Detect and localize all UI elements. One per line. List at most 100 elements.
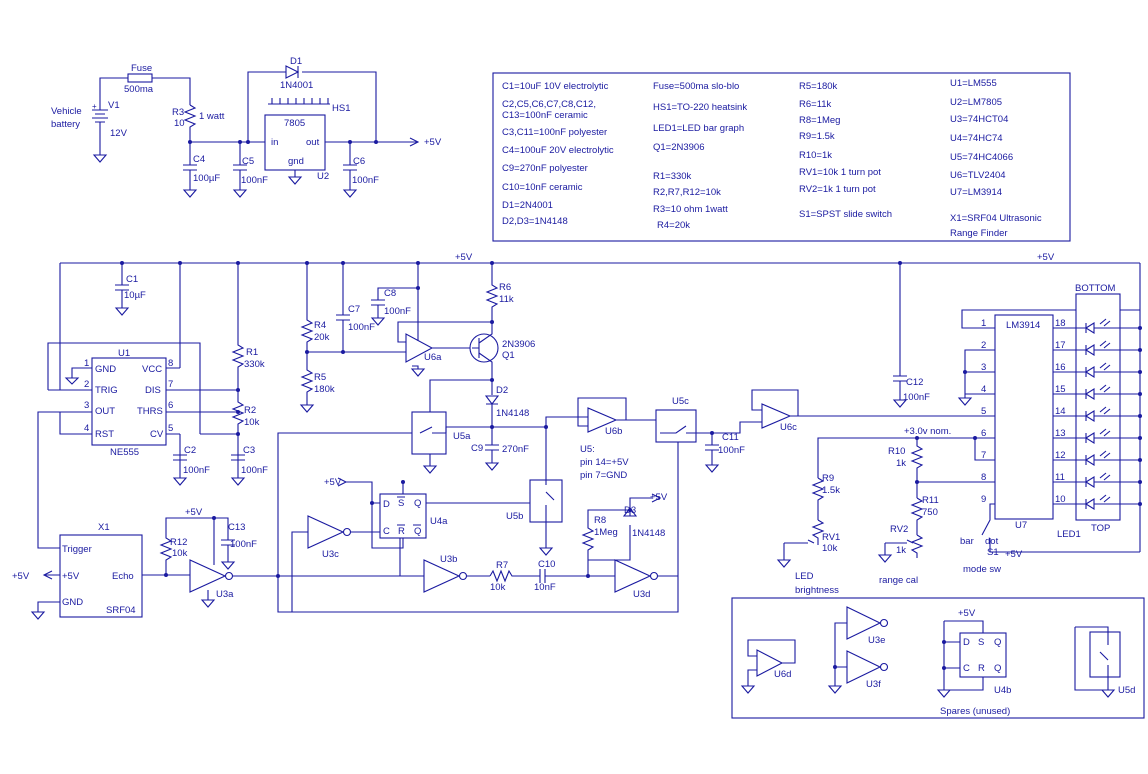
- top-label: TOP: [1091, 523, 1110, 534]
- bom-c9: C9=270nF polyester: [502, 163, 588, 174]
- lm3914-pin-2: 2: [981, 340, 986, 351]
- c2-label: C2: [184, 445, 196, 456]
- u5d-switch: [1089, 631, 1121, 678]
- u5-note-1: U5:: [580, 444, 595, 455]
- c9-value: 270nF: [502, 444, 529, 455]
- s1-label: S1: [987, 547, 999, 558]
- led-segment: [1053, 450, 1142, 466]
- c6-value: 100nF: [352, 175, 379, 186]
- c9-label: C9: [471, 443, 483, 454]
- lm3914-name: LM3914: [1006, 320, 1040, 331]
- u5-note-3: pin 7=GND: [580, 470, 627, 481]
- svg-text:S: S: [398, 498, 404, 509]
- lm3914-pin-9: 9: [981, 494, 986, 505]
- svg-text:Q: Q: [994, 663, 1001, 674]
- ne555-name: NE555: [110, 447, 139, 458]
- lm3914-pin-12: 12: [1055, 450, 1066, 461]
- svg-text:Q: Q: [994, 637, 1001, 648]
- srf04-vin: +5V: [62, 571, 80, 582]
- bottom-label: BOTTOM: [1075, 283, 1116, 294]
- rv2-value: 1k: [896, 545, 906, 556]
- battery-label-2: battery: [51, 119, 80, 130]
- reg-out: out: [306, 137, 320, 148]
- u2-label: U2: [317, 171, 329, 182]
- u4a-5v: +5V: [324, 477, 342, 488]
- bom-c1: C1=10uF 10V electrolytic: [502, 81, 609, 92]
- svg-text:3: 3: [84, 400, 89, 411]
- bom-q1: Q1=2N3906: [653, 142, 705, 153]
- lm3914-pin-1: 1: [981, 318, 986, 329]
- x1-label: X1: [98, 522, 110, 533]
- r5-value: 180k: [314, 384, 335, 395]
- power-supply: Fuse 500ma V1 + 12V Vehicle battery R3 1…: [51, 56, 442, 198]
- srf04-section: X1 Trigger +5V Echo GND SRF04 +5V R12 10…: [12, 507, 280, 620]
- d2-label: D2: [496, 385, 508, 396]
- v1-value: 12V: [110, 128, 128, 139]
- c2-value: 100nF: [183, 465, 210, 476]
- c5-label: C5: [242, 156, 254, 167]
- svg-text:R: R: [398, 526, 405, 537]
- r7-value: 10k: [490, 582, 506, 593]
- svg-text:+: +: [92, 102, 97, 111]
- c7-label: C7: [348, 304, 360, 315]
- r9-value: 1.5k: [822, 485, 840, 496]
- pin-gnd: GND: [95, 364, 116, 375]
- r12-value: 10k: [172, 548, 188, 559]
- bom-led1: LED1=LED bar graph: [653, 123, 744, 134]
- rail-5v-right: +5V: [1037, 252, 1055, 263]
- v1-label: V1: [108, 100, 120, 111]
- lm3914-pin-4: 4: [981, 384, 986, 395]
- pin-trig: TRIG: [95, 385, 118, 396]
- svg-text:1: 1: [84, 358, 89, 369]
- r11-label: R11: [922, 495, 939, 506]
- d2-value: 1N4148: [496, 408, 529, 419]
- q1-value: 2N3906: [502, 339, 535, 350]
- c7-value: 100nF: [348, 322, 375, 333]
- u6d-label: U6d: [774, 669, 791, 680]
- pin-vcc: VCC: [142, 364, 162, 375]
- bom-u4: U4=74HC74: [950, 133, 1003, 144]
- led-segment: [1053, 406, 1142, 422]
- bom-r1: R1=330k: [653, 171, 692, 182]
- r7-label: R7: [496, 560, 508, 571]
- r3-value: 10: [174, 118, 185, 129]
- lm3914-pin-10: 10: [1055, 494, 1066, 505]
- u5-note-2: pin 14=+5V: [580, 457, 629, 468]
- svg-text:4: 4: [84, 423, 89, 434]
- dot-label: dot: [985, 536, 999, 547]
- bom-r3: R3=10 ohm 1watt: [653, 204, 728, 215]
- bom-r10: R10=1k: [799, 150, 832, 161]
- u3f-label: U3f: [866, 679, 881, 690]
- processing-section: R4 20k R5 180k C7 100nF C8 100nF U6a R6 …: [277, 263, 955, 613]
- bom-r8: R8=1Meg: [799, 115, 840, 126]
- rail-5v-mid: +5V: [455, 252, 473, 263]
- r2-value: 10k: [244, 417, 260, 428]
- svg-text:D: D: [963, 637, 970, 648]
- c4-value: 100µF: [193, 173, 220, 184]
- u6b-label: U6b: [605, 426, 622, 437]
- u6c-label: U6c: [780, 422, 797, 433]
- bom-u5: U5=74HC4066: [950, 152, 1013, 163]
- bom-r4: R4=20k: [657, 220, 690, 231]
- u3b-label: U3b: [440, 554, 457, 565]
- svg-text:2: 2: [84, 379, 89, 390]
- r9-label: R9: [822, 473, 834, 484]
- r12-label: R12: [170, 537, 187, 548]
- bom-d2: D2,D3=1N4148: [502, 216, 568, 227]
- s1-5v: +5V: [1005, 549, 1023, 560]
- u5d-label: U5d: [1118, 685, 1135, 696]
- pin-thrs: THRS: [137, 406, 163, 417]
- c3-value: 100nF: [241, 465, 268, 476]
- u5b-label: U5b: [506, 511, 523, 522]
- bom-u7: U7=LM3914: [950, 187, 1002, 198]
- d3-value: 1N4148: [632, 528, 665, 539]
- spares-title: Spares (unused): [940, 706, 1010, 717]
- c10-value: 10nF: [534, 582, 556, 593]
- lm3914-pin-8: 8: [981, 472, 986, 483]
- lm3914-chip: [994, 314, 1054, 520]
- r3-label: R3: [172, 107, 184, 118]
- d3-label: D3: [624, 505, 636, 516]
- u4a-flipflop: [379, 493, 427, 539]
- d1-value: 1N4001: [280, 80, 313, 91]
